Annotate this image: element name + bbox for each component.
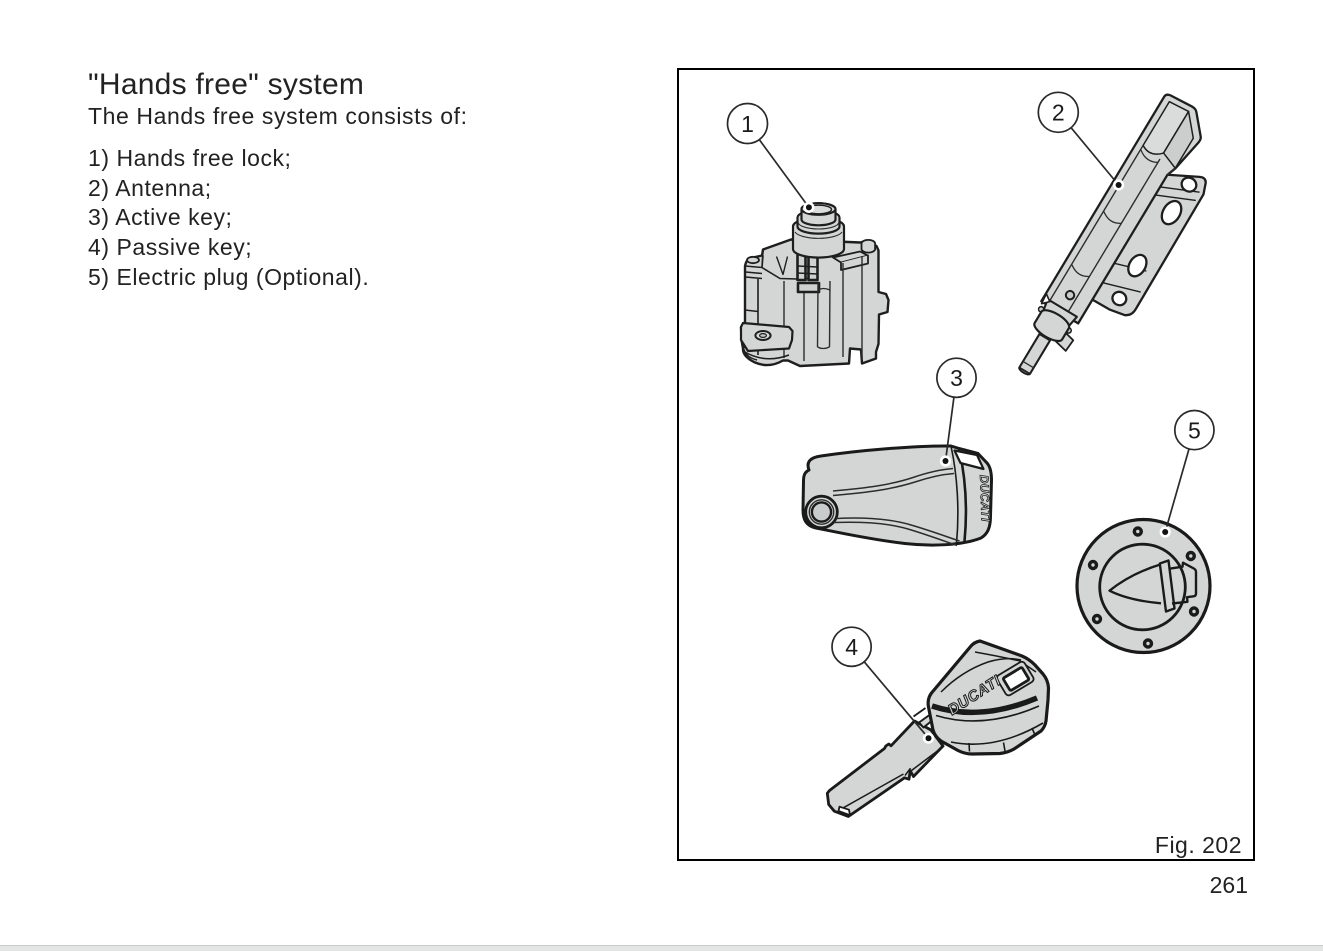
svg-text:5: 5 bbox=[1188, 418, 1201, 444]
svg-text:3: 3 bbox=[950, 365, 963, 391]
svg-text:2: 2 bbox=[1052, 100, 1065, 126]
svg-text:4: 4 bbox=[845, 634, 858, 660]
svg-text:1: 1 bbox=[741, 111, 754, 137]
svg-text:DUCATI: DUCATI bbox=[977, 475, 993, 523]
